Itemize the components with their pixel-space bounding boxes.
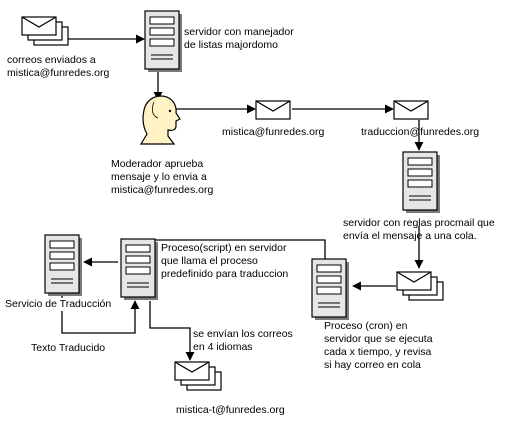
moderator-label: Moderador aprueba mensaje y lo envia a m… xyxy=(111,158,214,196)
output-address-label: mistica-t@funredes.org xyxy=(176,404,285,416)
translation-service-label: Servicio de Traducción xyxy=(4,298,113,311)
traduccion-envelope-icon xyxy=(393,100,429,120)
procmail-server-label: servidor con reglas procmail que envía e… xyxy=(343,217,495,242)
procmail-server-icon xyxy=(402,151,441,214)
mail-queue-envelope-stack-icon xyxy=(396,271,444,301)
cron-server-icon xyxy=(311,258,350,321)
script-process-label: Proceso(script) en servidor que llama el… xyxy=(161,242,289,280)
list-server-icon xyxy=(144,10,183,73)
moderator-person-head-icon xyxy=(139,95,181,145)
traduccion-address-label: traduccion@funredes.org xyxy=(361,126,480,138)
incoming-mail-envelope-stack-icon xyxy=(21,16,69,46)
four-languages-label: se envían los correos en 4 idiomas xyxy=(193,328,293,353)
mistica-envelope-icon xyxy=(255,100,291,120)
list-server-label: servidor con manejador de listas majordo… xyxy=(184,26,294,51)
translation-service-server-icon xyxy=(44,234,83,297)
output-mail-envelope-stack-icon xyxy=(174,361,222,391)
incoming-mail-label: correos enviados a mistica@funredes.org xyxy=(7,54,110,79)
script-server-icon xyxy=(120,238,159,301)
cron-process-label: Proceso (cron) en servidor que se ejecut… xyxy=(324,320,433,371)
arrow-translation-back-to-script xyxy=(61,294,140,334)
mistica-address-label: mistica@funredes.org xyxy=(222,126,325,138)
arrow-script-to-output-mail xyxy=(149,301,195,361)
connectors xyxy=(61,34,424,361)
translated-text-label: Texto Traducido xyxy=(30,342,107,355)
